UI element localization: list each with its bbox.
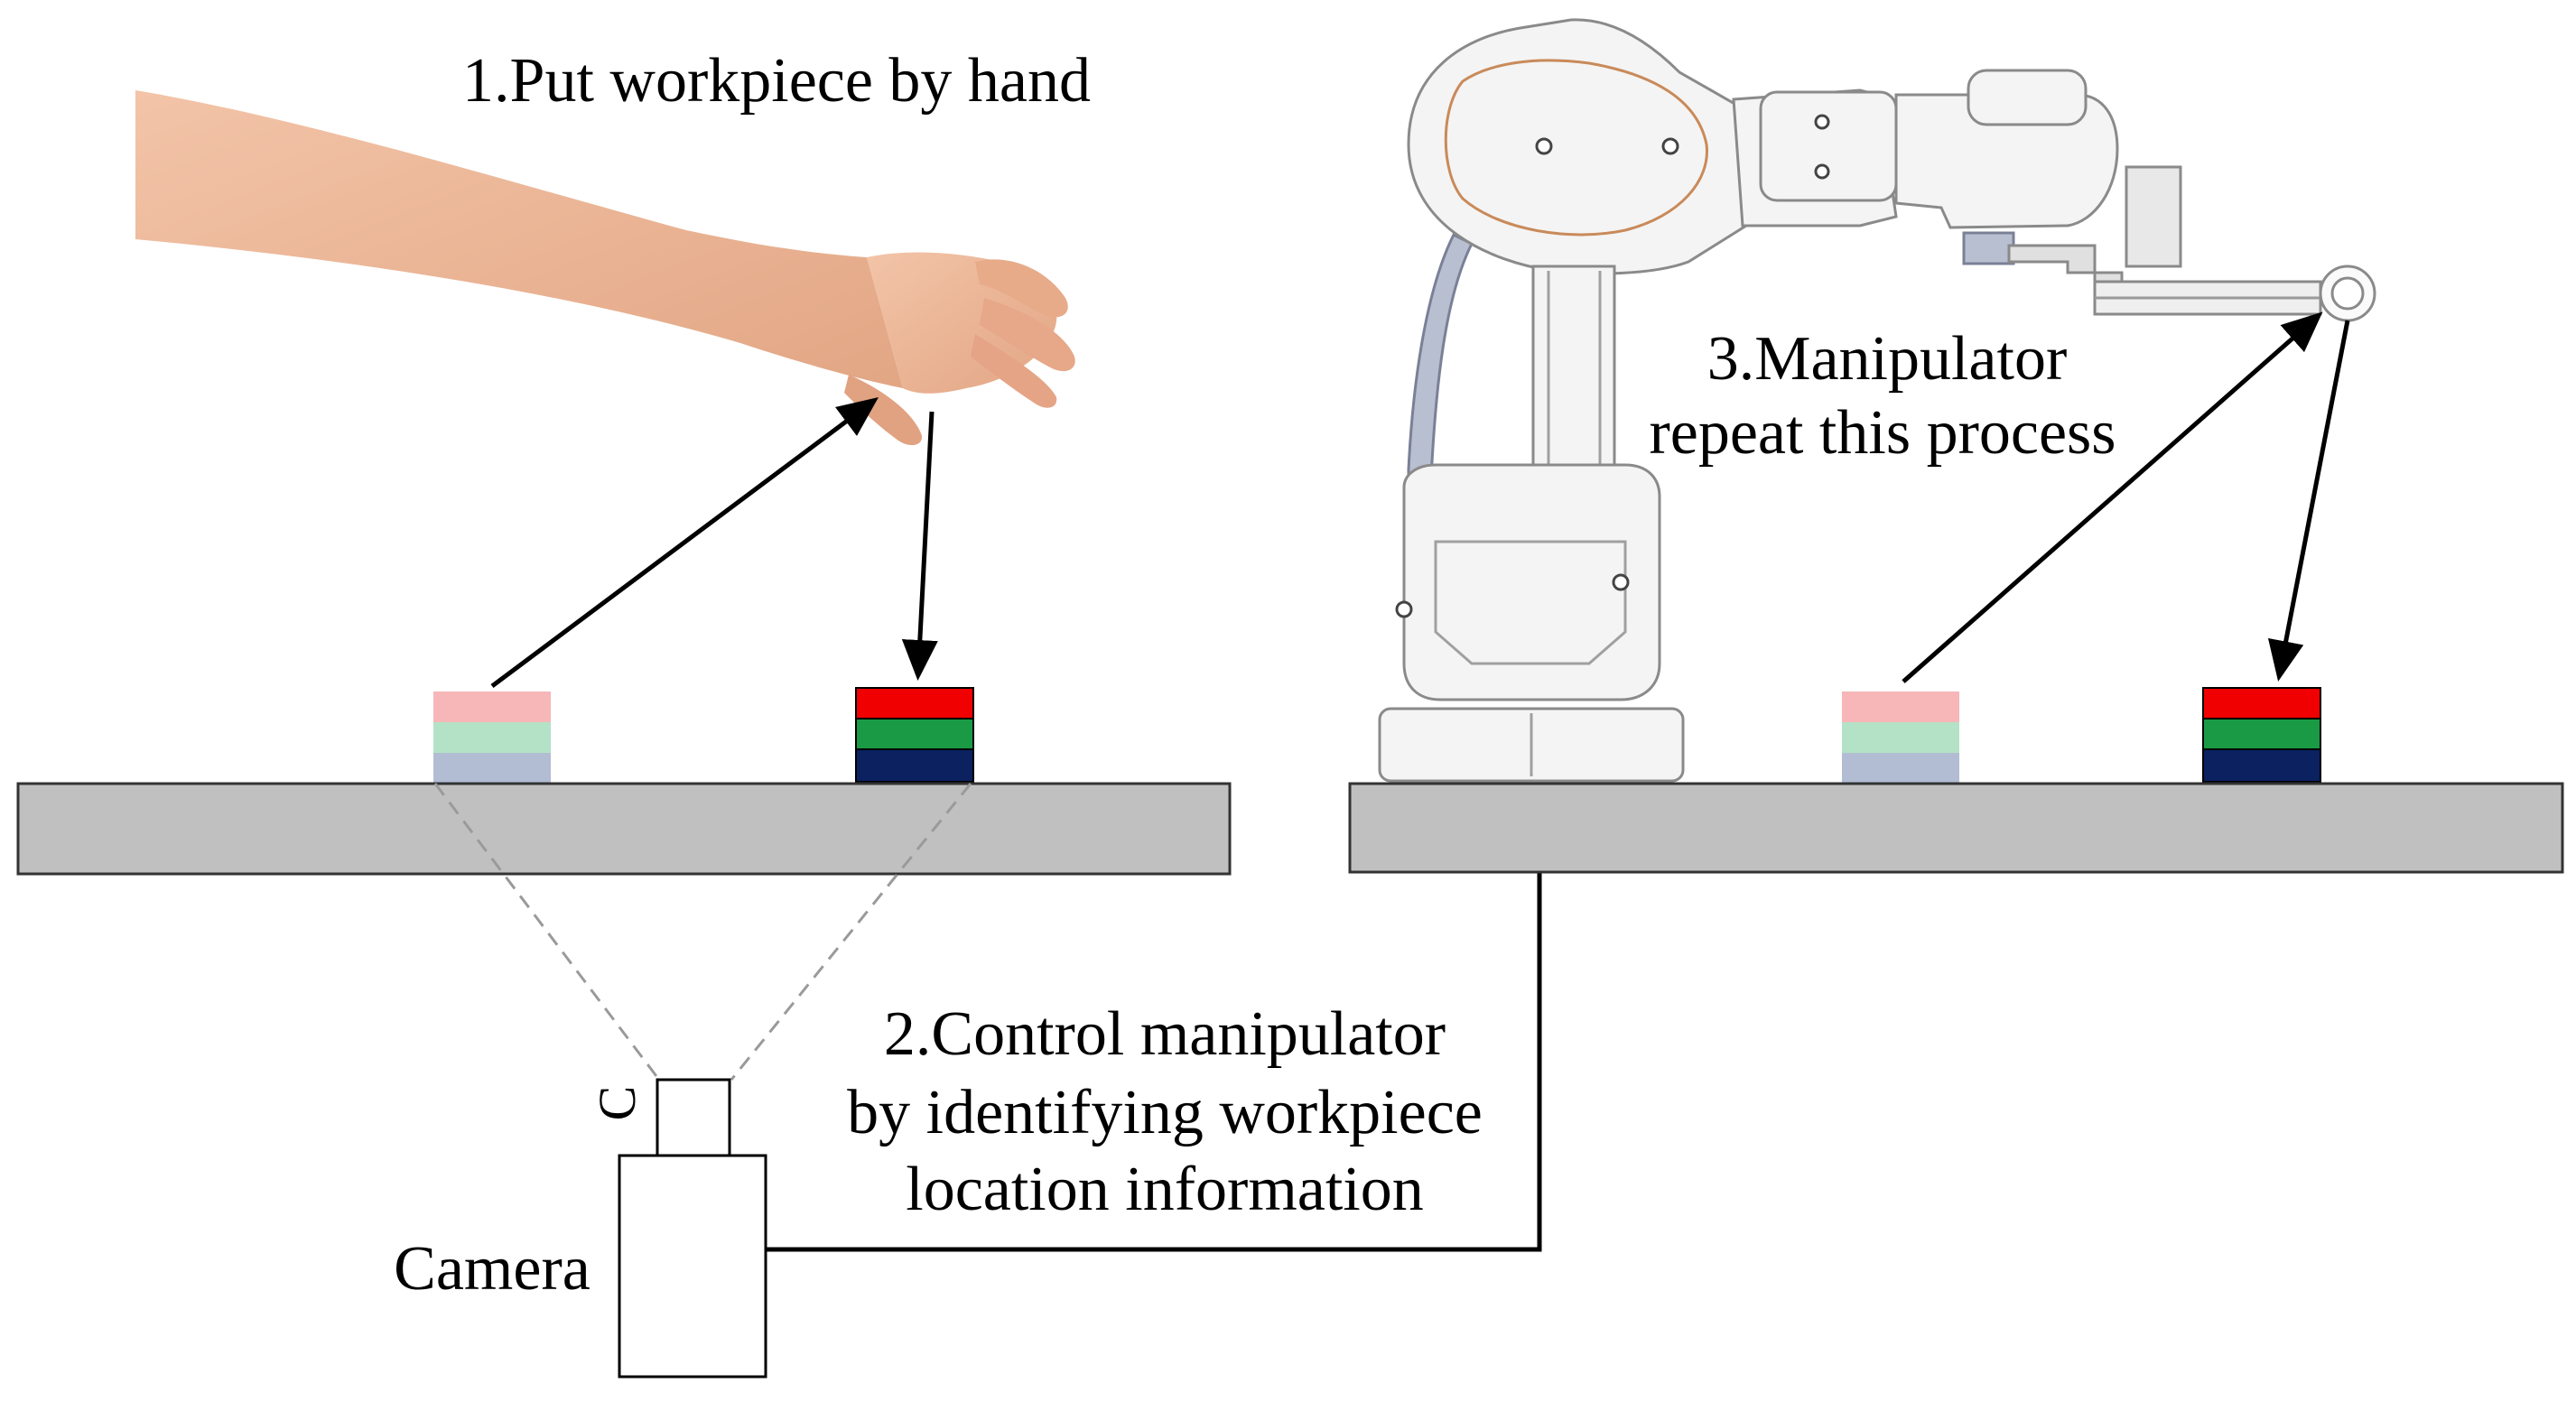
step3-label-line1: 3.Manipulator xyxy=(1707,324,2068,394)
workpiece-stack-target-right xyxy=(2202,687,2321,783)
camera-lens-mark: C xyxy=(588,1086,646,1121)
robot-manipulator xyxy=(1378,18,2376,783)
robot-forearm-bolt-1 xyxy=(1814,114,1830,130)
finger-3 xyxy=(971,334,1057,408)
workpiece-stack-source-left xyxy=(433,692,551,784)
robot-cable xyxy=(1407,232,1474,480)
robot-base-bolt-1 xyxy=(1395,600,1413,618)
step3-label-line2: repeat this process xyxy=(1649,398,2116,468)
camera: C Camera xyxy=(394,1078,767,1379)
block-red xyxy=(855,687,974,720)
arrow-pick-to-gripper xyxy=(1902,311,2323,683)
robot-wrist-cap xyxy=(1967,69,2088,126)
robot-base-bolt-2 xyxy=(1612,573,1630,591)
camera-label: Camera xyxy=(394,1234,591,1304)
block-green xyxy=(855,718,974,750)
block-pink-faded xyxy=(1842,692,1959,722)
step2-label-line1: 2.Control manipulator xyxy=(884,999,1446,1069)
table-right xyxy=(1348,782,2564,874)
block-navy xyxy=(2202,748,2321,783)
camera-fov-left xyxy=(433,783,661,1081)
table-left xyxy=(16,782,1232,876)
arrow-pick-to-hand xyxy=(490,397,879,689)
thumb xyxy=(844,375,922,446)
robot-bolt-2 xyxy=(1661,137,1679,155)
camera-body xyxy=(618,1154,767,1379)
robot-gripper-tip-inner xyxy=(2330,276,2365,311)
robot-gripper-housing xyxy=(2125,165,2182,268)
hand-illustration xyxy=(135,90,1075,446)
block-navy xyxy=(855,748,974,783)
robot-base-panel xyxy=(1434,540,1627,665)
step2-label-line2: by identifying workpiece xyxy=(847,1078,1483,1147)
robot-forearm-housing xyxy=(1759,90,1898,202)
robot-shoulder-accent xyxy=(1444,59,1708,237)
block-red xyxy=(2202,687,2321,720)
block-green xyxy=(2202,718,2321,750)
workpiece-stack-target-left xyxy=(855,687,974,783)
step1-label: 1.Put workpiece by hand xyxy=(462,46,1091,116)
robot-column xyxy=(1531,265,1616,485)
robot-base-body xyxy=(1402,463,1661,701)
workpiece-stack-source-right xyxy=(1842,692,1959,784)
finger-1 xyxy=(975,259,1068,318)
block-green-faded xyxy=(433,722,551,753)
robot-gripper-bracket xyxy=(2007,244,2124,309)
block-blue-faded xyxy=(1842,753,1959,784)
camera-lens xyxy=(656,1078,731,1157)
arm xyxy=(135,90,903,388)
block-blue-faded xyxy=(433,753,551,784)
arrow-gripper-to-place xyxy=(2267,320,2350,682)
arrow-camera-to-robot xyxy=(766,809,1558,1252)
finger-2 xyxy=(980,298,1075,372)
robot-gripper-mount xyxy=(1962,231,2015,265)
block-green-faded xyxy=(1842,722,1959,753)
step2-label-line3: location information xyxy=(906,1155,1423,1224)
arrow-hand-to-place xyxy=(901,411,938,681)
robot-wrist xyxy=(1894,93,2119,229)
camera-fov-right xyxy=(730,783,972,1081)
block-pink-faded xyxy=(433,692,551,722)
robot-forearm-bolt-2 xyxy=(1814,163,1830,180)
robot-bolt-1 xyxy=(1535,137,1553,155)
